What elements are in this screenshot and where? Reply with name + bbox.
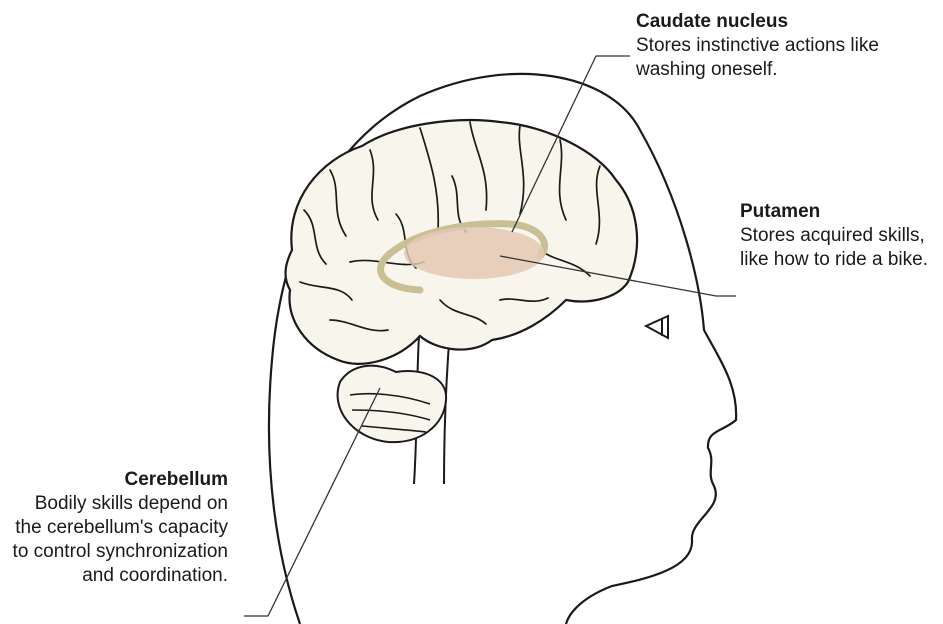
caudate-nucleus-title: Caudate nucleus bbox=[636, 10, 936, 34]
putamen-callout: Putamen Stores acquired skills, like how… bbox=[740, 200, 940, 272]
putamen-description: Stores acquired skills, like how to ride… bbox=[740, 224, 940, 272]
eye bbox=[646, 316, 668, 338]
cerebellum-title: Cerebellum bbox=[4, 468, 228, 492]
putamen-title: Putamen bbox=[740, 200, 940, 224]
putamen bbox=[404, 227, 544, 279]
caudate-nucleus-callout: Caudate nucleus Stores instinctive actio… bbox=[636, 10, 936, 82]
cerebellum-callout: Cerebellum Bodily skills depend on the c… bbox=[4, 468, 228, 588]
caudate-nucleus-description: Stores instinctive actions like washing … bbox=[636, 34, 936, 82]
cerebellum-description: Bodily skills depend on the cerebellum's… bbox=[4, 492, 228, 588]
